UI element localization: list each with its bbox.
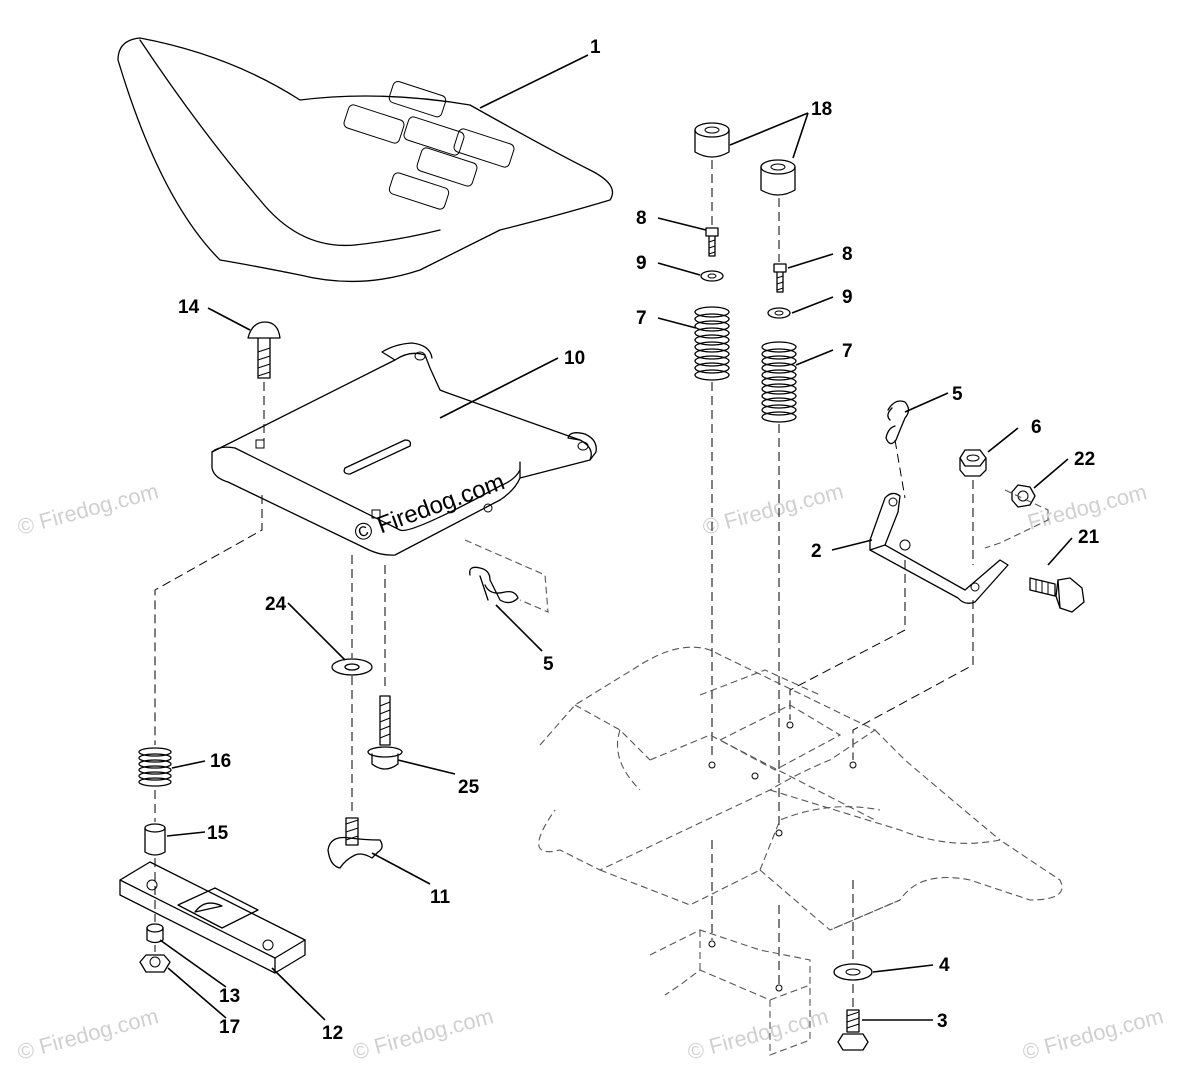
callout-labels: 1 18 8 9 7 8 9 7 14 10 5 6 22 2 21 24 5 … (178, 37, 1100, 1044)
callout-5-left: 5 (543, 654, 554, 675)
callout-22: 22 (1074, 449, 1095, 470)
watermark-text: © Firedog.com (15, 478, 161, 540)
flange-nut-17-part (139, 954, 171, 973)
callout-6: 6 (1031, 417, 1042, 438)
screw-8-left-part (705, 227, 719, 257)
callout-5-right: 5 (952, 384, 963, 405)
nut-13-part (146, 923, 164, 944)
callout-8-right: 8 (842, 244, 853, 265)
seat-part (117, 37, 614, 283)
callout-15: 15 (207, 823, 229, 844)
callout-4: 4 (939, 955, 950, 976)
bracket-part (869, 492, 1009, 604)
callout-3: 3 (937, 1011, 948, 1032)
lock-nut-part (959, 449, 987, 565)
spring-7-left-part (694, 306, 730, 381)
frame-ghost (538, 646, 1063, 931)
adjusting-knob-part (327, 817, 383, 869)
carriage-bolt-part (247, 321, 281, 445)
callout-7-left: 7 (636, 308, 647, 329)
callout-17: 17 (219, 1017, 240, 1038)
callout-8-left: 8 (636, 208, 647, 229)
seat-pan-part (211, 342, 597, 556)
latch-plate-part (119, 861, 306, 974)
bracket-assembly-lines (789, 560, 974, 760)
bumper-right-part (760, 159, 796, 196)
bumper-left-part (694, 122, 730, 158)
watermark-text: © Firedog.com (685, 1003, 831, 1065)
callout-14: 14 (178, 297, 200, 318)
lower-mount-ghost (649, 929, 811, 1056)
left-assembly-lines (154, 495, 386, 952)
washer-4-part (833, 963, 873, 981)
hair-pin-left-part (464, 539, 549, 613)
hair-pin-right-part (885, 400, 910, 499)
spring-7-right-part (761, 341, 797, 423)
washer-9-right-part (767, 307, 791, 319)
shoulder-bolt-part (1029, 577, 1085, 613)
callout-12: 12 (322, 1023, 343, 1044)
leader-lines (159, 54, 1073, 1021)
flange-screw-part (367, 695, 403, 770)
screw-8-right-part (773, 263, 787, 293)
callout-7-right: 7 (842, 341, 853, 362)
callout-16: 16 (210, 751, 231, 772)
right-assembly-lines (711, 160, 854, 1008)
callout-2: 2 (811, 541, 822, 562)
callout-9-left: 9 (636, 253, 647, 274)
callout-10: 10 (564, 348, 585, 369)
watermark-text: © Firedog.com (700, 478, 846, 540)
watermark-text: © Firedog.com (1020, 1003, 1166, 1065)
callout-1: 1 (590, 37, 601, 58)
callout-11: 11 (430, 887, 451, 908)
spring-left-part (138, 747, 172, 787)
spacer-part (144, 823, 166, 856)
callout-9-right: 9 (842, 287, 853, 308)
washer-24-part (331, 658, 373, 676)
washer-9-left-part (700, 270, 724, 282)
hex-nut-22-part (984, 484, 1049, 549)
callout-13: 13 (219, 986, 240, 1007)
callout-24: 24 (265, 594, 287, 615)
callout-18: 18 (811, 99, 832, 120)
callout-21: 21 (1078, 527, 1100, 548)
bolt-3-part (837, 1009, 869, 1051)
callout-25: 25 (458, 777, 480, 798)
watermark-text: © Firedog.com (15, 1003, 161, 1065)
watermark-text: © Firedog.com (350, 1003, 496, 1065)
